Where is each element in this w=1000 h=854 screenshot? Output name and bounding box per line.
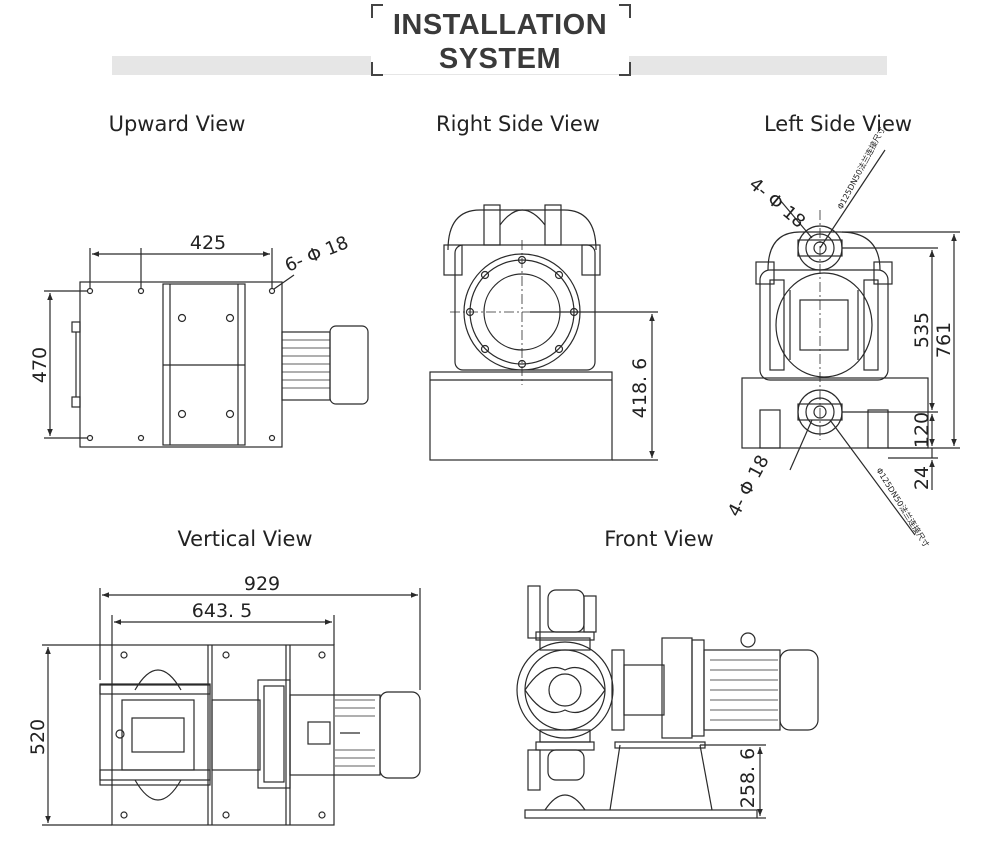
section-header: INSTALLATION SYSTEM [0,0,1000,85]
dimension-425 [89,248,273,288]
dim-label-24: 24 [911,466,933,490]
dimension-520 [42,644,112,826]
bracket-corner [619,62,631,76]
left-side-view [741,149,960,536]
flange-note-top: Φ125DN50法兰连接尺寸 [835,125,887,211]
title-line-2: SYSTEM [438,43,562,75]
front-view-title: Front View [604,527,714,551]
title-line-1: INSTALLATION [392,9,608,41]
bracket-corner [619,4,631,18]
dim-label-520: 520 [27,719,49,755]
dim-label-258: 258. 6 [737,748,759,808]
top-pipe [755,231,893,285]
dim-label-761: 761 [933,322,955,358]
side-bracket [71,321,81,408]
pump-body [759,269,889,381]
bolt-group [86,287,276,442]
page-title: INSTALLATION SYSTEM [371,8,629,76]
motor [289,691,421,779]
header-box [371,4,629,74]
front-view [516,585,819,819]
base-bolts [120,651,326,819]
bottom-manifold [527,741,595,791]
vertical-view [42,588,421,826]
motor [703,632,819,731]
manifold-bars [99,683,211,781]
dim-label-535: 535 [911,312,933,348]
dimension-24 [888,448,938,490]
upward-view [44,248,369,448]
coupling [611,637,705,739]
center-lines [450,240,600,385]
dimension-643 [111,615,335,645]
bracket-corner [371,62,383,76]
dim-label-120: 120 [911,412,933,448]
coupling [211,679,291,789]
right-side-view [429,204,658,461]
side-chambers [769,279,879,371]
dim-label-470: 470 [29,347,51,383]
hole-leader [273,274,295,290]
motor [281,325,369,405]
support-legs [759,409,889,449]
right-side-view-title: Right Side View [436,112,600,136]
hole-note-upward: 6- Φ 18 [282,232,351,276]
upward-view-title: Upward View [108,112,246,136]
dimension-418 [530,311,658,461]
base [429,371,613,461]
hole-note-bottom: 4- Φ 18 [724,452,774,521]
leaders [779,149,916,536]
dim-label-929: 929 [244,573,280,595]
dim-label-425: 425 [190,232,226,254]
dim-label-418: 418. 6 [629,358,651,418]
vertical-view-title: Vertical View [177,527,313,551]
dimension-258 [700,744,766,819]
dimension-535 [842,247,938,413]
top-manifold [527,585,597,641]
top-manifold [443,204,601,276]
base [741,377,929,449]
pump-chamber [516,637,614,743]
dimension-929 [99,588,421,690]
left-side-view-title: Left Side View [763,112,913,136]
bracket-corner [371,4,383,18]
dimension-470 [44,290,88,439]
dimension-761 [842,231,960,449]
hole-note-top: 4- Φ 18 [745,174,809,233]
dim-label-643: 643. 5 [192,600,252,622]
base-plate [111,644,335,826]
